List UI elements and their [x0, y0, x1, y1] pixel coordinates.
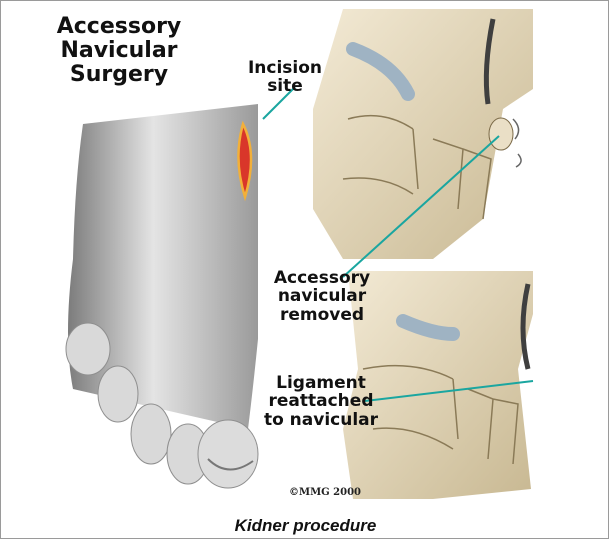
label-accessory-navicular-removed: Accessory navicular removed: [263, 269, 381, 324]
label-ligament-reattached: Ligament reattached to navicular: [261, 374, 381, 429]
bones-top-drawing: [313, 9, 533, 259]
figure-caption: Kidner procedure: [1, 516, 609, 536]
figure-title: Accessory Navicular Surgery: [49, 15, 189, 86]
copyright-text: ©MMG 2000: [289, 487, 361, 498]
foot-drawing: [66, 104, 258, 488]
label-incision-site: Incision site: [239, 59, 331, 96]
